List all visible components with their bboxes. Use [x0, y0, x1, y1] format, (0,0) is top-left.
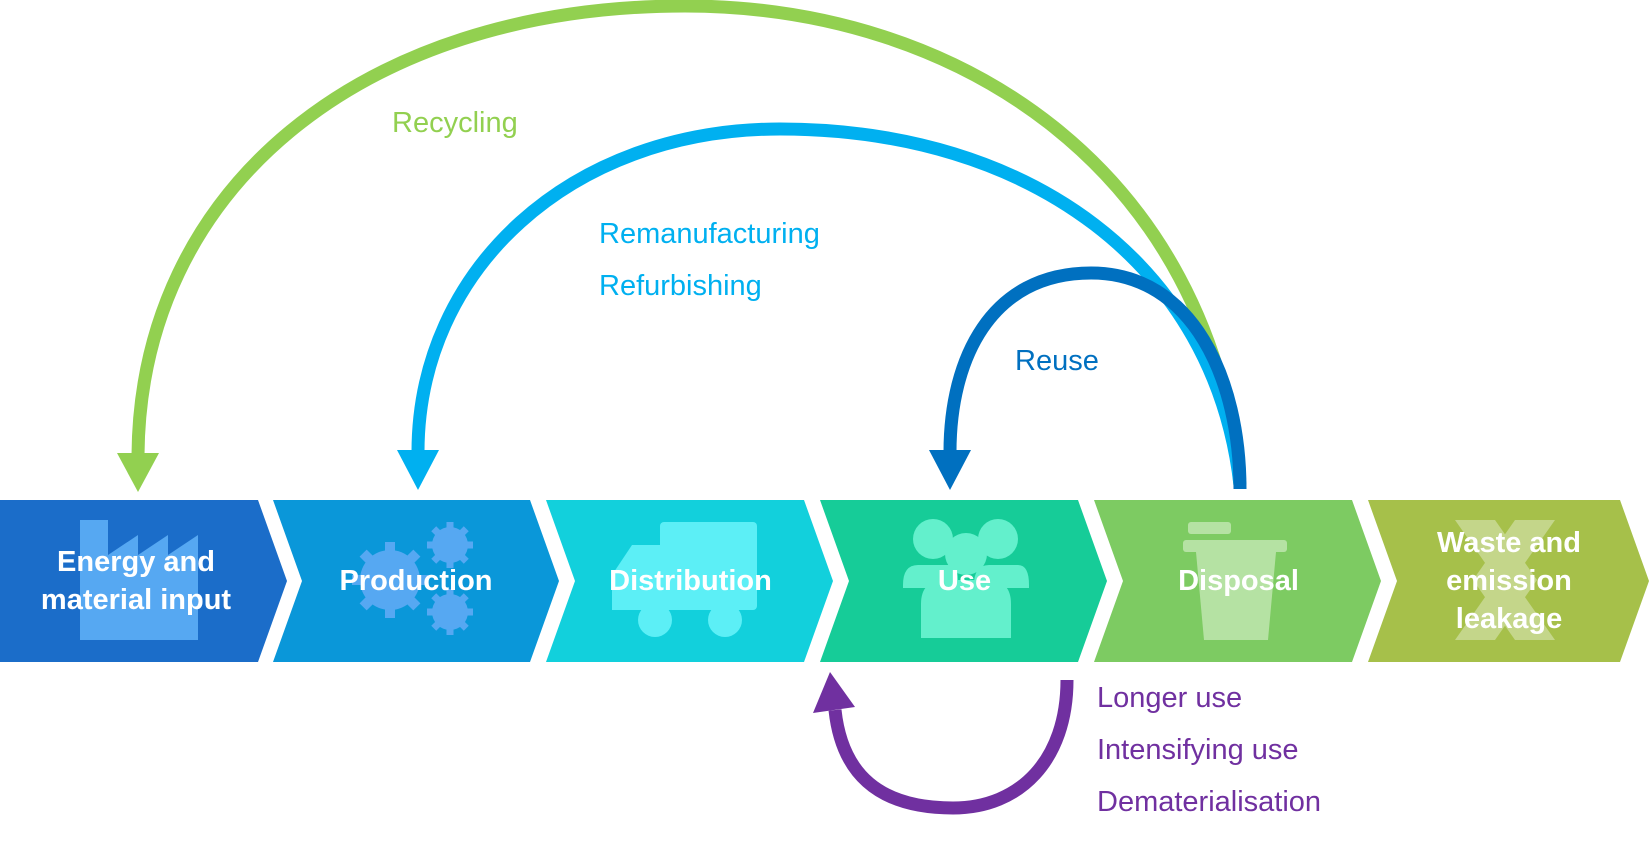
gear-tooth — [431, 620, 442, 631]
gear-tooth — [466, 608, 473, 616]
gear-tooth — [406, 596, 421, 611]
longer-use-arrowhead — [813, 672, 855, 713]
stage-label-waste: Waste and emission leakage — [1437, 527, 1581, 635]
gear-tooth — [385, 608, 395, 618]
stage-label-production: Production — [339, 565, 493, 597]
gear-tooth — [431, 526, 442, 537]
gear-tooth — [418, 575, 428, 585]
recycling-arrowhead — [117, 453, 159, 492]
gear-tooth — [458, 526, 469, 537]
recycling-arrow — [131, 0, 1247, 486]
gear-tooth — [431, 553, 442, 564]
gear-tooth — [352, 575, 362, 585]
gear-tooth — [466, 541, 473, 549]
truck-icon — [612, 522, 757, 637]
gear-tooth — [427, 541, 434, 549]
people-icon — [903, 519, 1029, 638]
longer-use-label: Longer use — [1097, 682, 1243, 714]
gear-tooth — [446, 628, 454, 635]
stage-label-distribution: Distribution — [609, 565, 772, 597]
gear-tooth — [446, 589, 454, 596]
gear-tooth — [458, 620, 469, 631]
longer-use-arrow — [828, 679, 1074, 815]
remanufacturing-arrowhead — [397, 450, 439, 490]
gears-icon — [352, 522, 473, 635]
cross-icon — [1455, 520, 1555, 640]
stage-label-disposal: Disposal — [1178, 565, 1299, 597]
reuse-arrow — [943, 266, 1247, 490]
factory-icon — [80, 520, 198, 640]
dematerialisation-label: Dematerialisation — [1097, 786, 1322, 818]
trash-icon — [1183, 522, 1287, 640]
gear-tooth — [458, 593, 469, 604]
recycling-label: Recycling — [392, 107, 518, 139]
gear-tooth — [458, 553, 469, 564]
gear-tooth — [359, 549, 374, 564]
refurbishing-label: Refurbishing — [599, 270, 762, 302]
gear-tooth — [446, 561, 454, 568]
gear-tooth — [406, 549, 421, 564]
reuse-arrowhead — [929, 450, 971, 490]
gear-tooth — [446, 522, 454, 529]
gear-tooth — [385, 542, 395, 552]
remanufacturing-label: Remanufacturing — [599, 218, 820, 250]
reuse-label: Reuse — [1015, 345, 1099, 377]
stage-label-energy: Energy and material input — [40, 546, 232, 616]
intensifying-use-label: Intensifying use — [1097, 734, 1299, 766]
gear-tooth — [359, 596, 374, 611]
gear-tooth — [431, 593, 442, 604]
gear-tooth — [427, 608, 434, 616]
stage-label-use: Use — [937, 565, 992, 597]
